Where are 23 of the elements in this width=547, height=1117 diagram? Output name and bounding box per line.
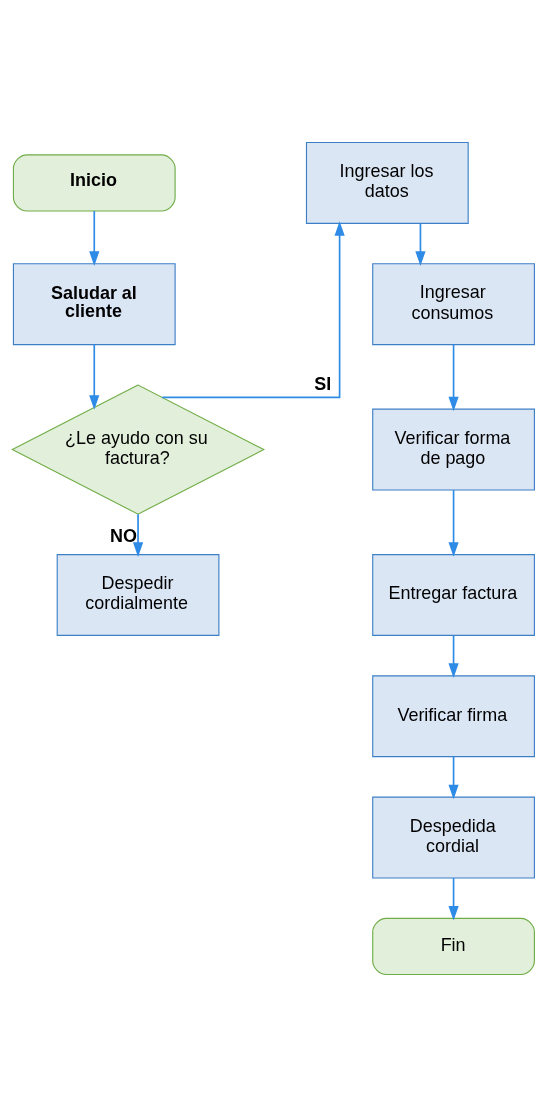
node-box: Inicio (12, 154, 176, 212)
node-box: Saludar al cliente (12, 263, 176, 346)
arrow (448, 634, 459, 678)
node-box: Verificar firma (372, 675, 535, 758)
edge-label: NO (109, 525, 137, 546)
arrow (89, 210, 100, 266)
arrow (132, 513, 144, 557)
node-diamond: ¿Le ayudo con su factura? (11, 384, 265, 515)
node-box: Despedir cordialmente (56, 554, 220, 636)
node-box: Ingresar los datos (305, 141, 469, 224)
arrow (448, 877, 459, 921)
arrow (448, 343, 459, 412)
edge-label: SI (314, 374, 332, 395)
arrow (415, 222, 426, 266)
arrow (161, 221, 345, 399)
node-box: Ingresar consumos (372, 263, 535, 346)
node-box: Entregar factura (372, 554, 535, 636)
node-box: Fin (372, 917, 535, 976)
arrow (448, 756, 459, 800)
arrow (448, 489, 459, 557)
node-box: Despedida cordial (372, 796, 535, 879)
node-box: Verificar forma de pago (372, 408, 535, 491)
arrow (89, 343, 100, 410)
